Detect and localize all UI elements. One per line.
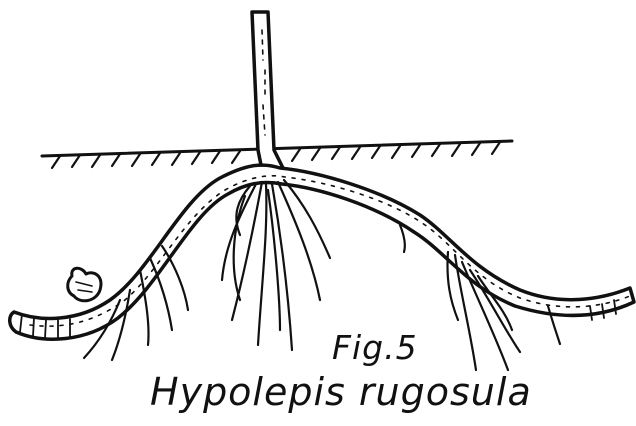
stem (252, 12, 284, 170)
species-name-caption: Hypolepis rugosula (150, 370, 532, 414)
rhizome-bud (68, 268, 101, 301)
roots-central (222, 180, 330, 350)
rhizome (10, 165, 634, 339)
figure-label: Fig.5 (332, 328, 418, 367)
